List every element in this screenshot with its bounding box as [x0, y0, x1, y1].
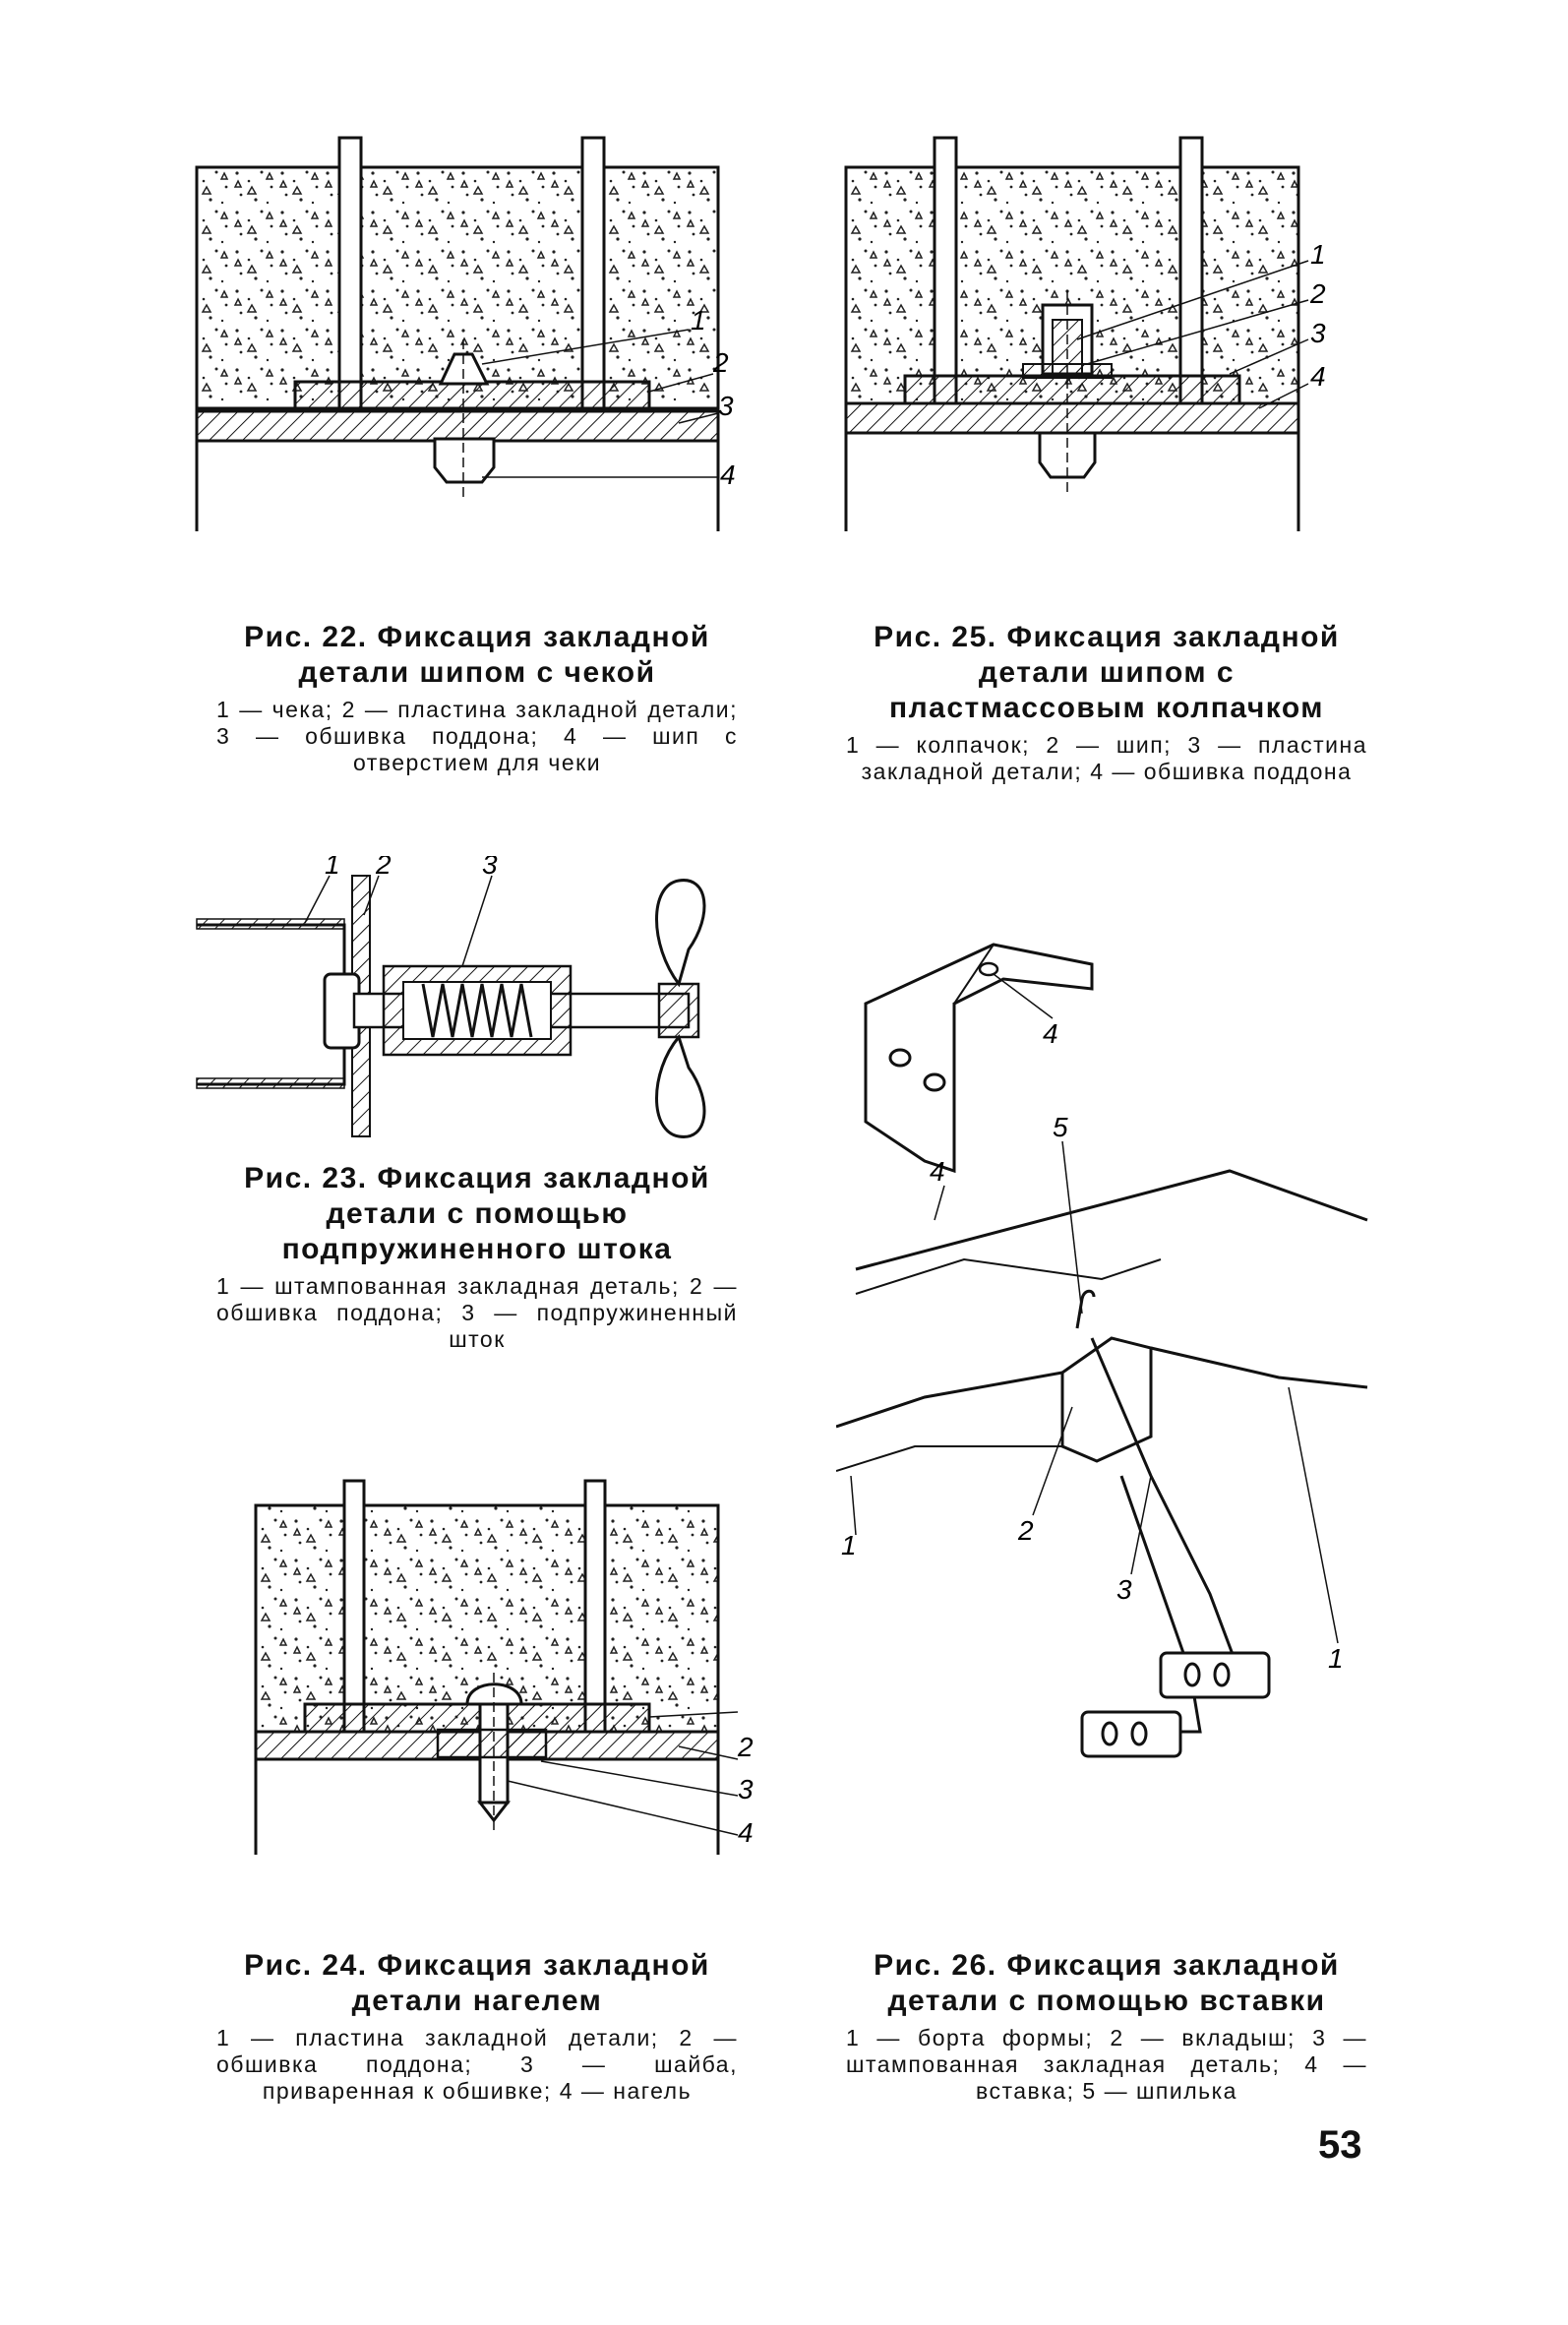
callout-3: 3 [482, 856, 498, 880]
callout-2: 2 [375, 856, 392, 880]
figure-26-legend: 1 — борта формы; 2 — вкладыш; 3 — штампо… [846, 2025, 1367, 2104]
callout-1-left: 1 [841, 1530, 857, 1560]
figure-24-drawing: 2 3 4 [246, 1476, 777, 1869]
figure-24-caption: Рис. 24. Фиксация закладной детали нагел… [216, 1948, 738, 2105]
figure-22-legend: 1 — чека; 2 — пластина закладной детали;… [216, 697, 738, 775]
figure-22-caption: Рис. 22. Фиксация закладной детали шипом… [216, 620, 738, 776]
figure-23-drawing: 1 2 3 [187, 856, 757, 1151]
callout-1: 1 [325, 856, 340, 880]
figure-22-title: Рис. 22. Фиксация закладной детали шипом… [244, 621, 710, 689]
callout-2: 2 [712, 347, 729, 378]
callout-3: 3 [1116, 1574, 1132, 1605]
callout-4: 4 [720, 459, 736, 490]
figure-26-title: Рис. 26. Фиксация закладной детали с пом… [874, 1949, 1340, 2017]
figure-26-caption: Рис. 26. Фиксация закладной детали с пом… [846, 1948, 1367, 2105]
callout-2: 2 [737, 1732, 754, 1762]
figure-25-legend: 1 — колпачок; 2 — шип; 3 — пластина закл… [846, 732, 1367, 784]
callout-4: 4 [738, 1817, 754, 1848]
callout-4: 4 [1310, 361, 1326, 392]
figure-25-title: Рис. 25. Фиксация закладной детали шипом… [874, 621, 1340, 724]
callout-5: 5 [1053, 1112, 1068, 1142]
figure-24-legend: 1 — пластина закладной детали; 2 — обшив… [216, 2025, 738, 2104]
page-number: 53 [1318, 2123, 1362, 2167]
callout-4-top: 4 [1043, 1018, 1058, 1049]
figure-24-title: Рис. 24. Фиксация закладной детали нагел… [244, 1949, 710, 2017]
callout-1: 1 [691, 305, 706, 336]
callout-1: 1 [1310, 239, 1326, 270]
figure-23-legend: 1 — штампованная закладная деталь; 2 — о… [216, 1273, 738, 1352]
figure-25-drawing: 1 2 3 4 [836, 128, 1367, 541]
callout-2: 2 [1309, 278, 1326, 309]
figure-22-drawing: 1 2 3 4 [187, 128, 738, 561]
callout-4: 4 [930, 1156, 945, 1187]
callout-3: 3 [718, 391, 734, 421]
figure-26-drawing: 4 4 5 1 2 3 1 [836, 925, 1387, 1889]
callout-2: 2 [1017, 1515, 1034, 1546]
callout-3: 3 [1310, 318, 1326, 348]
figure-23-caption: Рис. 23. Фиксация закладной детали с пом… [216, 1161, 738, 1353]
figure-25-caption: Рис. 25. Фиксация закладной детали шипом… [846, 620, 1367, 785]
callout-1-right: 1 [1328, 1643, 1344, 1674]
callout-3: 3 [738, 1774, 754, 1805]
figure-23-title: Рис. 23. Фиксация закладной детали с пом… [244, 1162, 710, 1265]
